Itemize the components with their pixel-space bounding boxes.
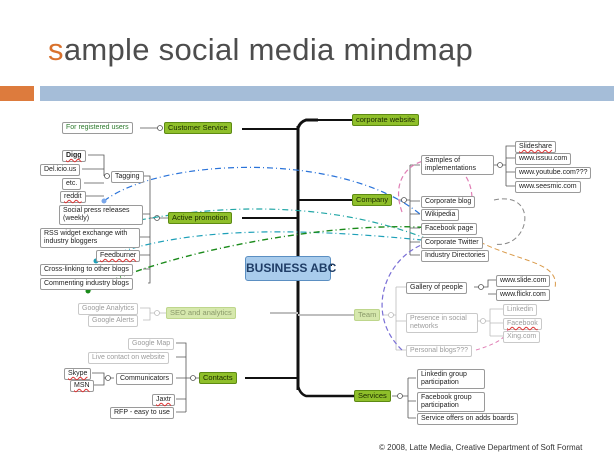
accent-bar-orange	[0, 86, 34, 101]
node-samples-implementations: Samples of implementations	[421, 155, 494, 175]
central-topic: BUSINESS ABC	[245, 256, 336, 281]
node-youtube: www.youtube.com???	[515, 167, 592, 179]
node-corporate-blog: Corporate blog	[421, 196, 476, 208]
node-corporate-twitter: Corporate Twitter	[421, 237, 483, 249]
branch-contacts: Contacts	[199, 372, 237, 384]
node-rss-widget-exchange: RSS widget exchange with industry blogge…	[40, 228, 140, 248]
branch-services: Services	[354, 390, 391, 402]
node-linkedin: Linkedin	[503, 304, 538, 316]
node-presence-social-networks: Presence in social networks	[406, 313, 478, 333]
node-social-press-releases: Social press releases (weekly)	[59, 205, 143, 225]
node-rfp: RFP - easy to use	[110, 407, 174, 419]
node-gallery-of-people: Gallery of people	[406, 282, 467, 294]
node-reddit: reddit	[60, 191, 86, 203]
node-feedburner: Feedburner	[96, 250, 141, 262]
branch-customer-service: Customer Service	[164, 122, 232, 134]
node-google-alerts: Google Alerts	[88, 315, 139, 327]
node-etc: etc.	[62, 178, 82, 190]
node-google-map: Google Map	[128, 338, 175, 350]
branch-seo-analytics: SEO and analytics	[166, 307, 236, 319]
node-facebook: Facebook	[503, 318, 542, 330]
node-linkedin-group: Linkedin group participation	[417, 369, 485, 389]
node-slide-com: www.slide.com	[496, 275, 551, 287]
title-rest: ample social media mindmap	[63, 32, 474, 67]
branch-team: Team	[354, 309, 381, 321]
node-personal-blogs: Personal blogs???	[406, 345, 472, 357]
branch-company: Company	[352, 194, 393, 206]
node-flickr: www.flickr.com	[496, 289, 550, 301]
node-wikipedia: Wikipedia	[421, 209, 460, 221]
branch-active-promotion: Active promotion	[168, 212, 232, 224]
branch-corporate-website: corporate website	[352, 114, 420, 126]
node-slideshare: Slideshare	[515, 141, 557, 153]
node-delicious: Del.icio.us	[40, 164, 81, 176]
page-title: sample social media mindmap	[48, 32, 473, 68]
node-xing: Xing.com	[503, 331, 541, 343]
node-msn: MSN	[70, 380, 94, 392]
node-service-offers: Service offers on adds boards	[417, 413, 518, 425]
node-digg: Digg	[62, 150, 86, 162]
node-cross-linking: Cross-linking to other blogs	[40, 264, 133, 276]
node-google-analytics: Google Analytics	[78, 303, 139, 315]
node-jaxtr: Jaxtr	[152, 394, 176, 406]
node-seesmic: www.seesmic.com	[515, 181, 581, 193]
node-issuu: www.issuu.com	[515, 153, 572, 165]
node-commenting-blogs: Commenting industry blogs	[40, 278, 133, 290]
node-communicators: Communicators	[116, 373, 174, 385]
accent-bar-blue	[40, 86, 614, 101]
node-industry-directories: Industry Directories	[421, 250, 490, 262]
copyright-notice: © 2008, Latte Media, Creative Department…	[379, 443, 583, 452]
node-facebook-group: Facebook group participation	[417, 392, 485, 412]
node-for-registered-users: For registered users	[62, 122, 133, 134]
node-facebook-page: Facebook page	[421, 223, 478, 235]
node-skype: Skype	[64, 368, 92, 380]
node-tagging: Tagging	[111, 171, 144, 183]
node-live-contact: Live contact on website	[88, 352, 169, 364]
title-first-letter: s	[48, 32, 64, 67]
